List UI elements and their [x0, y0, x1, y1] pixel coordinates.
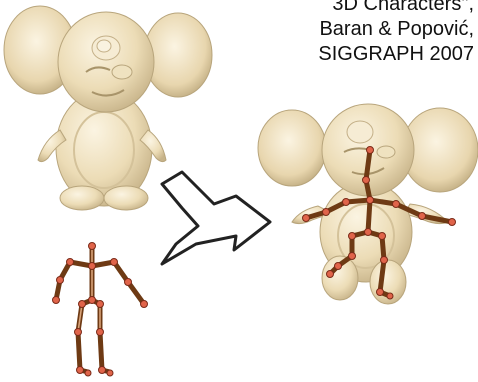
right-ear	[144, 13, 212, 97]
citation-text: 3D Characters", Baran & Popović, SIGGRAP…	[244, 0, 474, 67]
source-skeleton	[53, 243, 148, 377]
rigged-left-ear	[258, 110, 326, 186]
rigged-character	[258, 104, 478, 304]
hollow-arrow-right-icon	[162, 172, 270, 264]
citation-line-3: SIGGRAPH 2007	[244, 42, 474, 67]
citation-line-1: 3D Characters",	[244, 0, 474, 17]
head	[58, 12, 154, 112]
citation-line-2: Baran & Popović,	[244, 17, 474, 42]
